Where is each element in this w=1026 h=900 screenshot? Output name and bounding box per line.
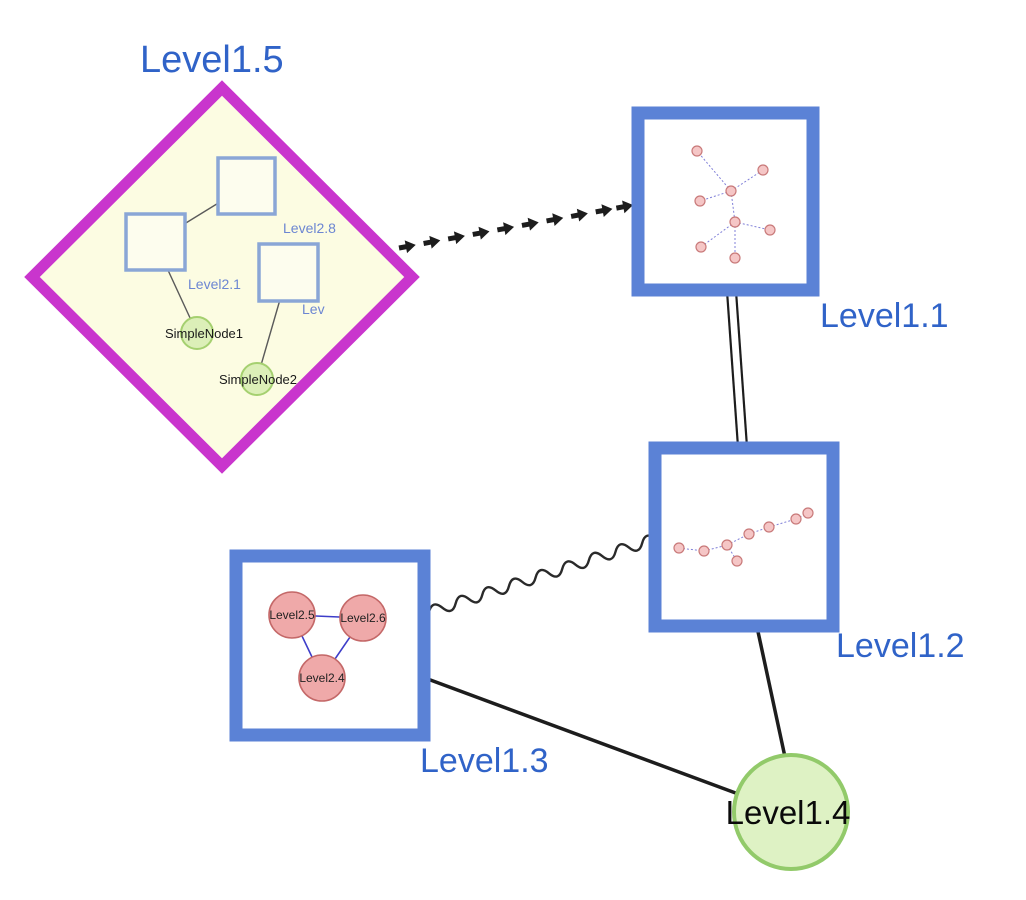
- group-rect-level1-1[interactable]: [631, 106, 820, 297]
- inner-node-level2-6[interactable]: [339, 594, 387, 642]
- arrow-dash-icon: [594, 202, 614, 219]
- arrow-dash-icon: [545, 211, 565, 228]
- mini-graph-node[interactable]: [763, 521, 775, 533]
- arrow-dash-icon: [422, 234, 442, 250]
- mini-graph-node[interactable]: [757, 164, 769, 176]
- arrow-dash-icon: [397, 238, 417, 255]
- label-level2-6: Level2.6: [340, 611, 386, 625]
- mini-graph-edge: [726, 544, 738, 562]
- label-level1-4: Level1.4: [726, 794, 851, 831]
- edge-level1-5-to-level1-1[interactable]: [397, 198, 635, 255]
- inner-node-level2-8[interactable]: [216, 156, 277, 216]
- group-rect-level1-2[interactable]: [648, 441, 840, 633]
- node-level1-1[interactable]: [631, 106, 820, 297]
- arrow-dash-icon: [615, 198, 635, 215]
- label-level2-1: Level2.1: [188, 276, 241, 292]
- edge-level1-3-to-level1-4[interactable]: [424, 676, 742, 797]
- label-level1-3: Level1.3: [420, 742, 549, 780]
- node-level1-2[interactable]: [648, 441, 840, 633]
- mini-graph-node[interactable]: [743, 528, 755, 540]
- inner-node-simplenode2[interactable]: [240, 362, 274, 396]
- label-level1-2: Level1.2: [836, 627, 965, 665]
- mini-graph-node[interactable]: [695, 241, 707, 253]
- label-level2-5: Level2.5: [269, 608, 315, 622]
- label-level2-8: Level2.8: [283, 220, 336, 236]
- mini-graph-edge: [696, 150, 732, 192]
- circle-shape-level1-4[interactable]: [732, 753, 850, 871]
- arrow-dash-icon: [496, 220, 516, 237]
- mini-graph-node[interactable]: [694, 195, 706, 207]
- label-level2-4: Level2.4: [299, 671, 345, 685]
- mini-graph-level1-2: [673, 507, 814, 567]
- label-simplenode2: SimpleNode2: [219, 372, 297, 387]
- mini-graph-node[interactable]: [698, 545, 710, 557]
- edge-level1-1-to-level1-2[interactable]: [725, 290, 749, 448]
- mini-graph-node[interactable]: [721, 539, 733, 551]
- label-level2-trunc: Lev: [302, 301, 325, 317]
- mini-graph-node[interactable]: [764, 224, 776, 236]
- label-level1-5: Level1.5: [140, 39, 284, 81]
- label-simplenode1: SimpleNode1: [165, 326, 243, 341]
- inner-node-level2-1[interactable]: [124, 212, 187, 272]
- wavy-line: [427, 534, 657, 613]
- double-line-right: [734, 290, 749, 448]
- mini-graph-edge: [700, 221, 736, 248]
- diamond-shape[interactable]: [24, 80, 420, 474]
- group-rect-level1-3[interactable]: [229, 549, 431, 742]
- mini-graph-level1-1: [691, 145, 776, 264]
- inner-node-level2-4[interactable]: [298, 654, 346, 702]
- inner-node-level2-trunc[interactable]: [257, 242, 320, 303]
- arrow-dash-icon: [447, 229, 467, 246]
- node-level1-5[interactable]: Level2.8 Level2.1 Lev SimpleNode1 Simple…: [24, 80, 420, 474]
- mini-graph-node[interactable]: [790, 513, 802, 525]
- node-level1-4[interactable]: Level1.4: [726, 753, 851, 871]
- mini-graph-node[interactable]: [729, 216, 741, 228]
- inner-node-level2-5[interactable]: [268, 591, 316, 639]
- arrow-dash-icon: [471, 224, 491, 241]
- arrow-dash-icon: [520, 215, 540, 232]
- mini-graph-node[interactable]: [691, 145, 703, 157]
- label-level1-1: Level1.1: [820, 297, 949, 335]
- mini-graph-node[interactable]: [731, 555, 743, 567]
- edge-level1-3-to-level1-2[interactable]: [427, 534, 657, 618]
- mini-graph-node[interactable]: [729, 252, 741, 264]
- mini-graph-node[interactable]: [725, 185, 737, 197]
- mini-graph-node[interactable]: [673, 542, 685, 554]
- node-level1-3[interactable]: Level2.5 Level2.6 Level2.4: [229, 549, 431, 742]
- edge-level1-2-to-level1-4[interactable]: [755, 626, 787, 758]
- double-line-left: [725, 290, 740, 448]
- mini-graph-node[interactable]: [802, 507, 814, 519]
- inner-node-simplenode1[interactable]: [180, 316, 214, 350]
- arrow-dash-icon: [569, 206, 590, 223]
- mini-graph-edge: [734, 221, 771, 231]
